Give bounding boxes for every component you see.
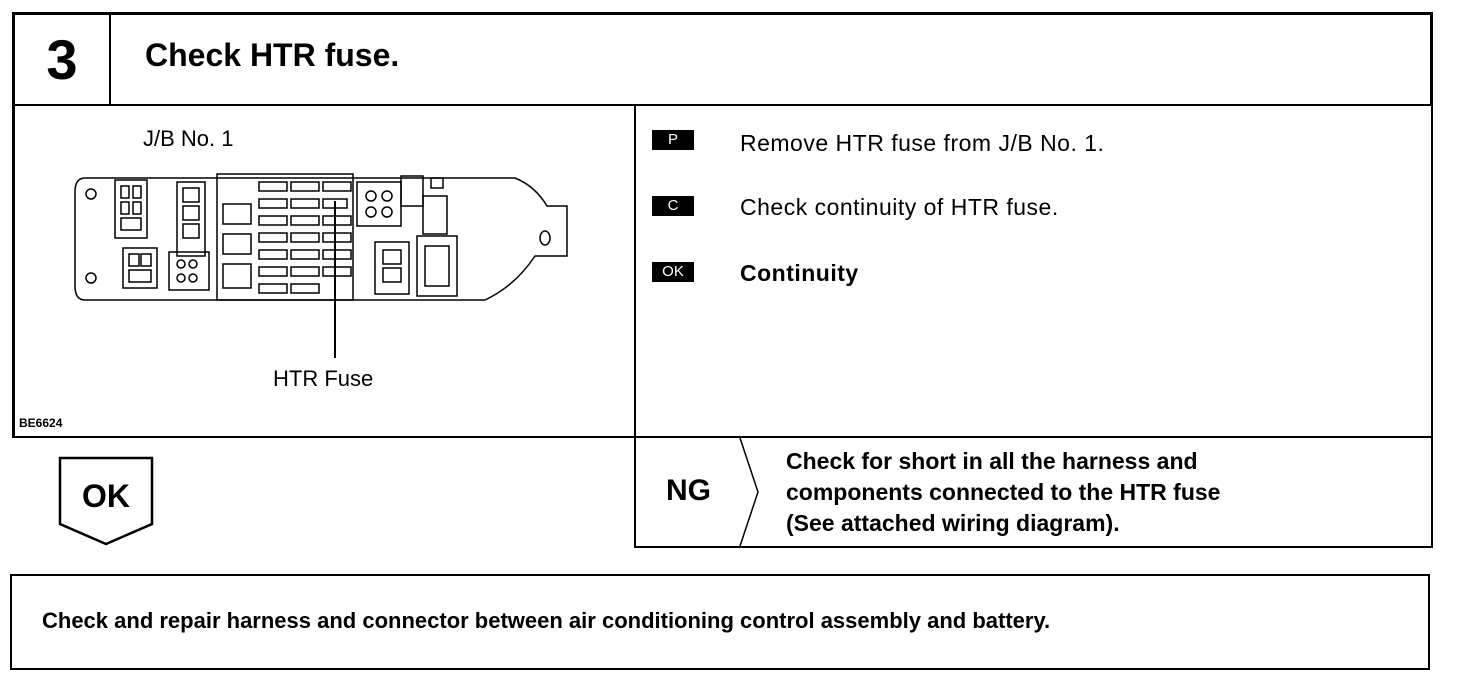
ng-branch-box: NG Check for short in all the harness an… xyxy=(634,438,1433,548)
ng-instruction-text: Check for short in all the harness and c… xyxy=(786,446,1406,539)
ng-instruction-line: components connected to the HTR fuse xyxy=(786,479,1221,505)
check-tag: C xyxy=(652,196,694,216)
ok-branch-label: OK xyxy=(82,478,130,514)
instruction-panel: P Remove HTR fuse from J/B No. 1. C Chec… xyxy=(634,106,1433,438)
ng-chevron-divider xyxy=(739,438,759,547)
step-title: Check HTR fuse. xyxy=(145,37,400,73)
procedure-tag: P xyxy=(652,130,694,150)
ng-instruction-line: (See attached wiring diagram). xyxy=(786,510,1120,536)
jb-label: J/B No. 1 xyxy=(143,126,234,151)
step-header: 3 Check HTR fuse. xyxy=(12,12,1433,106)
ng-branch-label: NG xyxy=(666,474,711,507)
ok-arrow-shape xyxy=(58,456,154,546)
junction-block-figure: J/B No. 1 xyxy=(12,106,636,438)
ok-condition-text: Continuity xyxy=(740,260,859,286)
step-number: 3 xyxy=(15,15,111,104)
htr-fuse-label: HTR Fuse xyxy=(273,366,374,391)
ok-tag: OK xyxy=(652,262,694,282)
junction-block-drawing xyxy=(74,173,568,358)
next-action-text: Check and repair harness and connector b… xyxy=(42,608,1051,633)
procedure-text: Remove HTR fuse from J/B No. 1. xyxy=(740,130,1105,156)
next-action-box: Check and repair harness and connector b… xyxy=(10,574,1430,670)
check-text: Check continuity of HTR fuse. xyxy=(740,194,1059,220)
figure-code: BE6624 xyxy=(19,416,63,430)
ng-instruction-line: Check for short in all the harness and xyxy=(786,448,1198,474)
